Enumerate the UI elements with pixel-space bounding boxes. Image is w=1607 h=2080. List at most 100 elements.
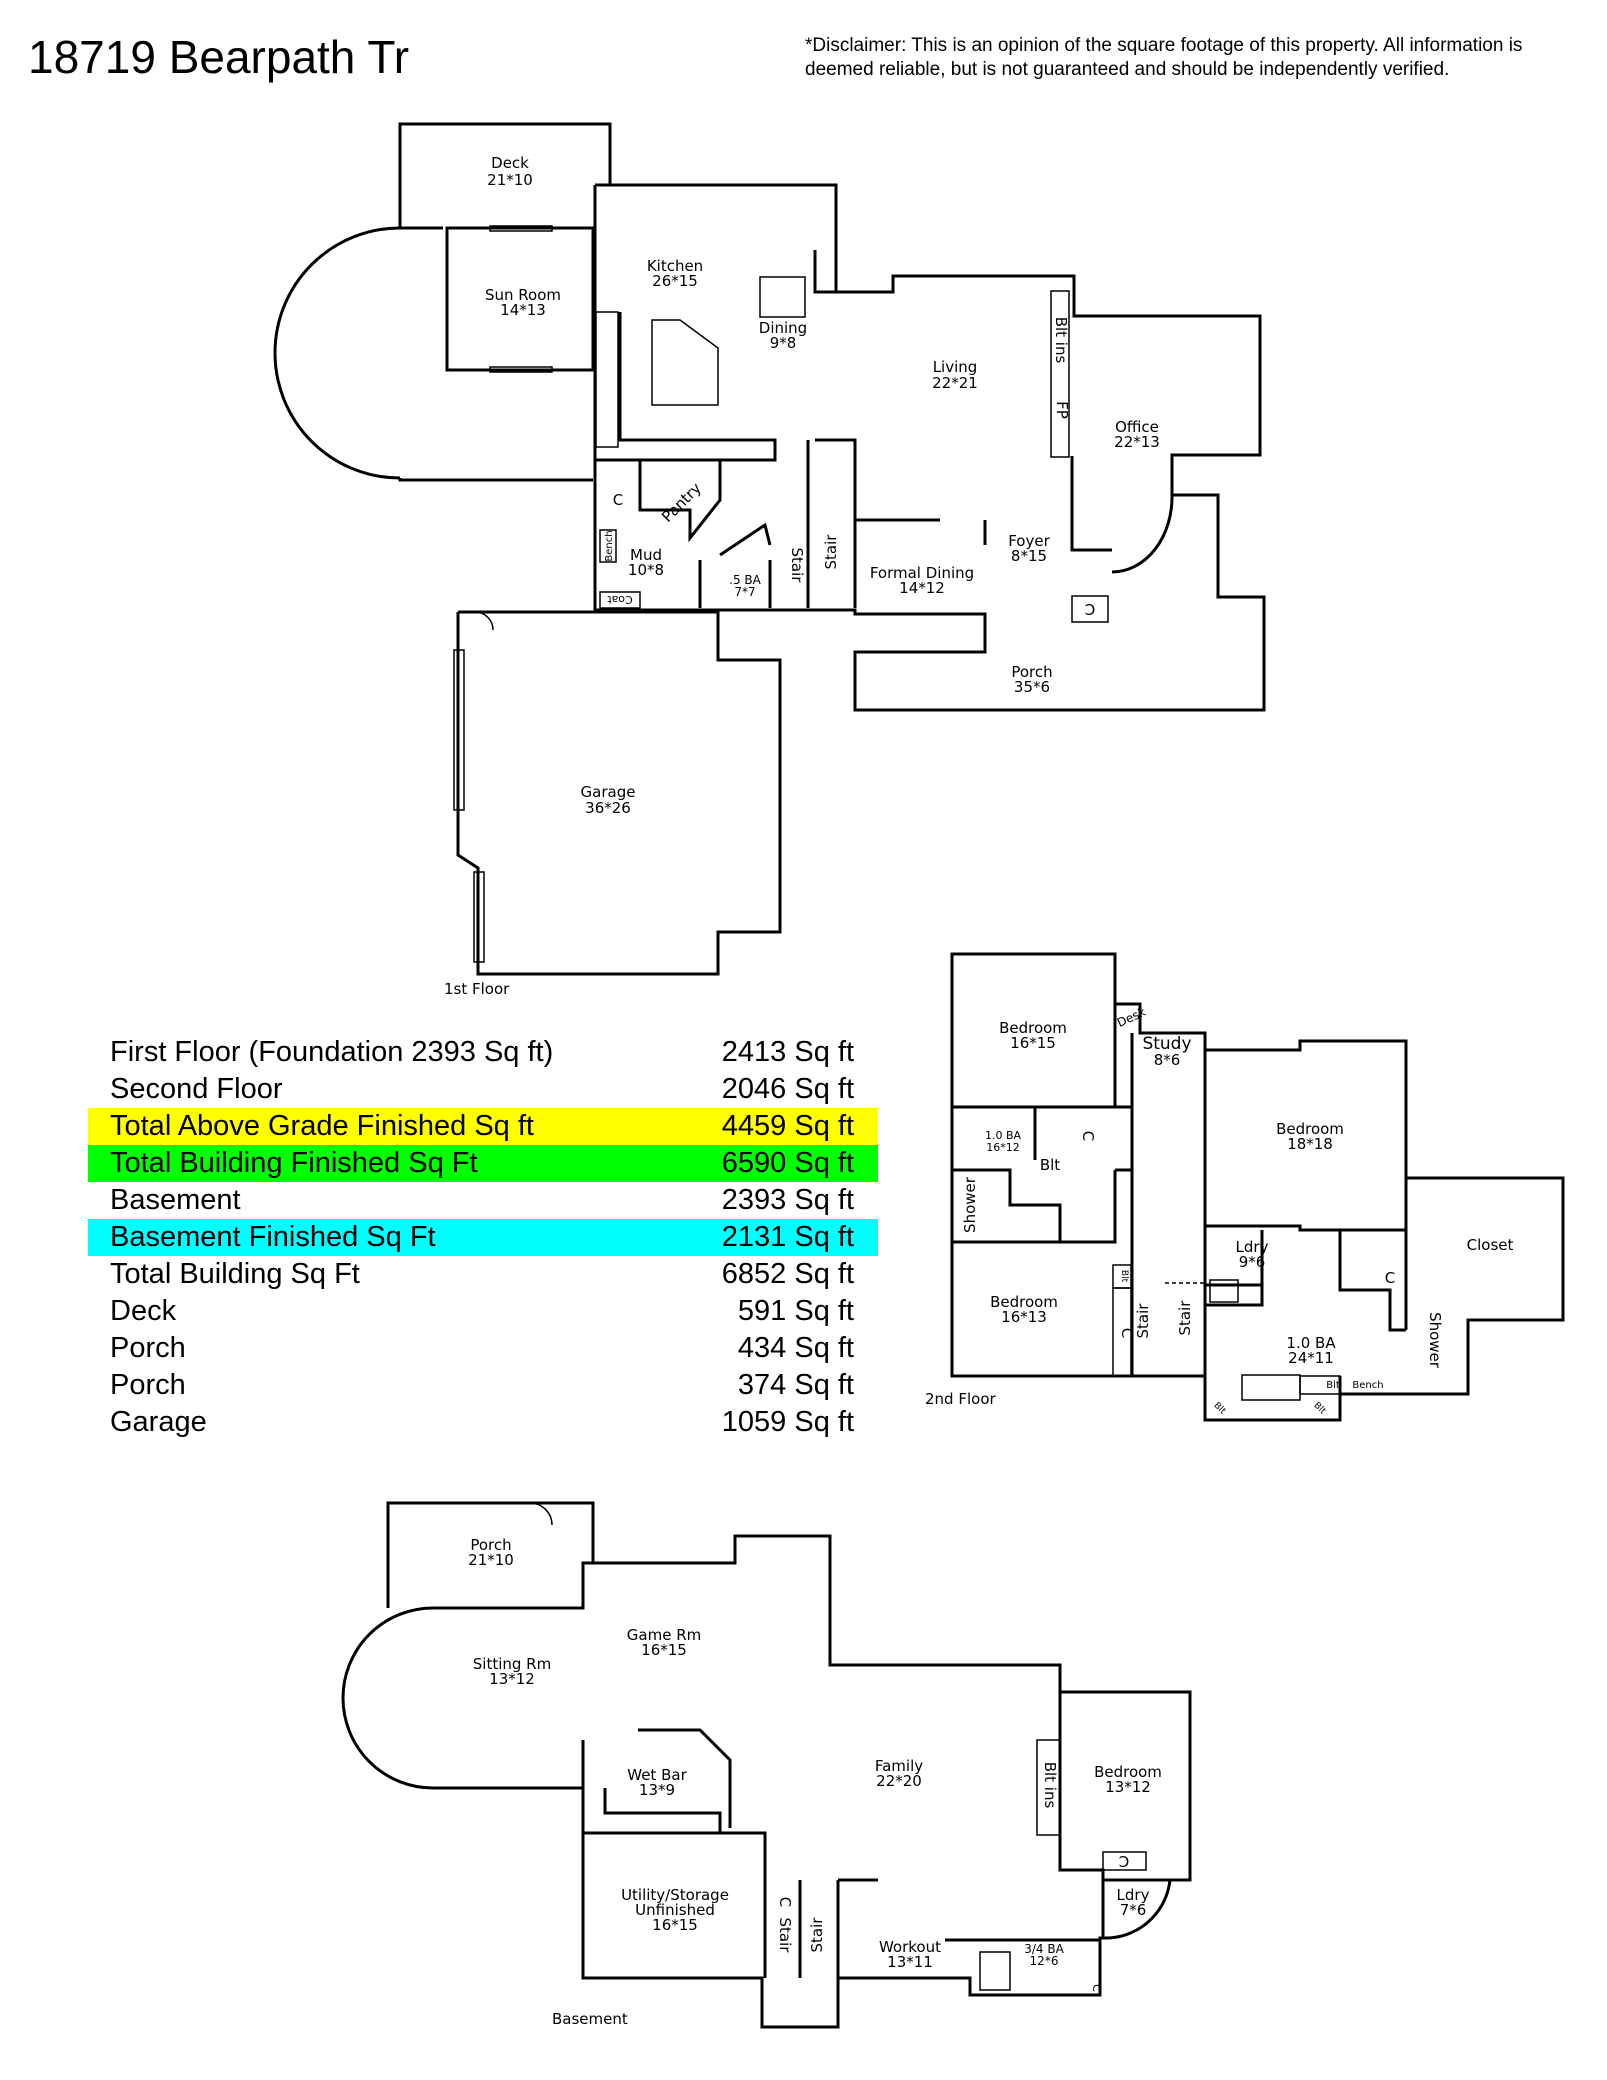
- basement-porch-outline: [386, 1501, 595, 1608]
- table-row-highlighted: Total Above Grade Finished Sq ft 4459 Sq …: [88, 1108, 878, 1145]
- tub: [1241, 1374, 1301, 1401]
- room-dims: 22*13: [1114, 433, 1160, 451]
- room-name: Ldry: [1117, 1886, 1150, 1904]
- room-dims: 9*8: [770, 334, 797, 352]
- deck-lower-edge: [398, 478, 593, 482]
- room-dims: 16*13: [1001, 1308, 1047, 1326]
- room-name: Shower: [961, 1176, 979, 1233]
- table-row: First Floor (Foundation 2393 Sq ft)2413 …: [88, 1034, 878, 1071]
- room-name: .5 BA: [729, 573, 761, 587]
- table-row: Second Floor 2046 Sq ft: [88, 1071, 878, 1108]
- room-name: Stair: [788, 548, 806, 584]
- room-sub: Unfinished: [635, 1901, 715, 1919]
- table-row-highlighted: Total Building Finished Sq Ft 6590 Sq ft: [88, 1145, 878, 1182]
- bench-box: [1299, 1375, 1341, 1395]
- room-dims: 12*6: [1030, 1954, 1059, 1968]
- bath-b-walls: [1338, 1230, 1406, 1332]
- room-name: Desk: [1115, 1005, 1148, 1030]
- row-value: 434 Sq ft: [737, 1332, 854, 1364]
- room-name: Closet: [1467, 1236, 1514, 1254]
- wet-bar-counter: [638, 1728, 732, 1828]
- square-footage-table: First Floor (Foundation 2393 Sq ft)2413 …: [88, 1034, 878, 1441]
- room-dims: 26*15: [652, 272, 698, 290]
- row-value: 374 Sq ft: [737, 1369, 854, 1401]
- room-name: Formal Dining: [870, 564, 974, 582]
- row-label: Porch: [110, 1369, 186, 1401]
- room-name: Stair: [822, 534, 840, 570]
- kitchen-island: [651, 319, 719, 406]
- row-value: 6852 Sq ft: [721, 1258, 854, 1290]
- disclaimer: *Disclaimer: This is an opinion of the s…: [805, 35, 1523, 80]
- room-name: Utility/Storage: [621, 1886, 729, 1904]
- room-dims: 8*15: [1011, 547, 1047, 565]
- room-dims: 8*6: [1154, 1051, 1181, 1069]
- room-name: Sun Room: [485, 286, 561, 304]
- row-label: Basement: [110, 1184, 241, 1216]
- room-name: C: [1079, 1131, 1097, 1141]
- room-dims: 9*6: [1239, 1253, 1266, 1271]
- room-dims: 16*15: [641, 1641, 687, 1659]
- room-name: 1.0 BA: [985, 1129, 1022, 1142]
- room-name: Study: [1142, 1034, 1191, 1054]
- garage-door-2: [473, 871, 485, 963]
- room-name: Mud: [630, 546, 662, 564]
- room-name: Blt ins: [1052, 317, 1070, 364]
- bedroom-left: [1058, 1692, 1105, 1880]
- built-ins: [1050, 290, 1070, 458]
- row-label: Total Building Finished Sq Ft: [110, 1147, 478, 1179]
- room-name: Bedroom: [1094, 1763, 1162, 1781]
- room-name: Living: [933, 358, 978, 376]
- bedroom-b-bottom: [1205, 1224, 1406, 1232]
- room-dims: 16*15: [652, 1916, 698, 1934]
- room-name: 1.0 BA: [1286, 1334, 1336, 1352]
- room-dims: 10*8: [628, 561, 664, 579]
- row-value: 591 Sq ft: [737, 1295, 854, 1327]
- room-name: C: [776, 1897, 794, 1907]
- room-name: 3/4 BA: [1024, 1942, 1064, 1956]
- room-name: Stair: [1176, 1300, 1194, 1336]
- room-dims: 7*7: [734, 585, 755, 599]
- room-dims: 16*15: [1010, 1034, 1056, 1052]
- bath-a-inner: [952, 1168, 1062, 1242]
- sun-room-window-top: [489, 225, 553, 232]
- room-dims: 13*9: [639, 1781, 675, 1799]
- row-value: 4459 Sq ft: [721, 1110, 854, 1142]
- garage-door-swing: [474, 611, 494, 631]
- room-name: Garage: [581, 783, 636, 801]
- row-value: 6590 Sq ft: [721, 1147, 854, 1179]
- row-value: 2131 Sq ft: [721, 1221, 854, 1253]
- room-dims: 13*11: [887, 1953, 933, 1971]
- bench: [599, 529, 617, 563]
- page-title: 18719 Bearpath Tr: [28, 31, 410, 83]
- sitting-bay-arc: [341, 1606, 434, 1790]
- room-dims: 18*18: [1287, 1135, 1333, 1153]
- garage-door-1: [453, 649, 465, 811]
- first-floor-plan: Deck 21*10 Sun Room 14*13 Kitchen 26*15 …: [273, 122, 1266, 998]
- row-label: Second Floor: [110, 1073, 283, 1105]
- room-name: Bench: [604, 530, 615, 561]
- row-value: 2413 Sq ft: [721, 1036, 854, 1068]
- row-label: Total Above Grade Finished Sq ft: [110, 1110, 534, 1142]
- bath-shower: [979, 1951, 1011, 1991]
- laundry-walls: [1205, 1230, 1264, 1307]
- foyer-closet: [1071, 595, 1109, 623]
- second-floor-outline: [950, 952, 1565, 1422]
- room-name: Bench: [1352, 1380, 1383, 1391]
- row-label: Porch: [110, 1332, 186, 1364]
- bar-counter: [603, 1788, 722, 1833]
- room-dims: 21*10: [487, 171, 533, 189]
- basement-plan: Porch 21*10 Game Rm 16*15 Sitting Rm 13*…: [341, 1501, 1192, 2029]
- room-dims: 22*21: [932, 374, 978, 392]
- room-name: Kitchen: [647, 257, 703, 275]
- second-floor-plan: Bedroom 16*15 Desk Study 8*6 Bedroom 18*…: [925, 952, 1565, 1422]
- sun-room-window-bottom: [489, 366, 553, 373]
- room-name: Deck: [491, 154, 529, 172]
- washer: [1209, 1279, 1239, 1303]
- row-value: 2046 Sq ft: [721, 1073, 854, 1105]
- room-name: Stair: [808, 1917, 826, 1953]
- deck-outline: [398, 122, 612, 230]
- room-name: Game Rm: [627, 1626, 701, 1644]
